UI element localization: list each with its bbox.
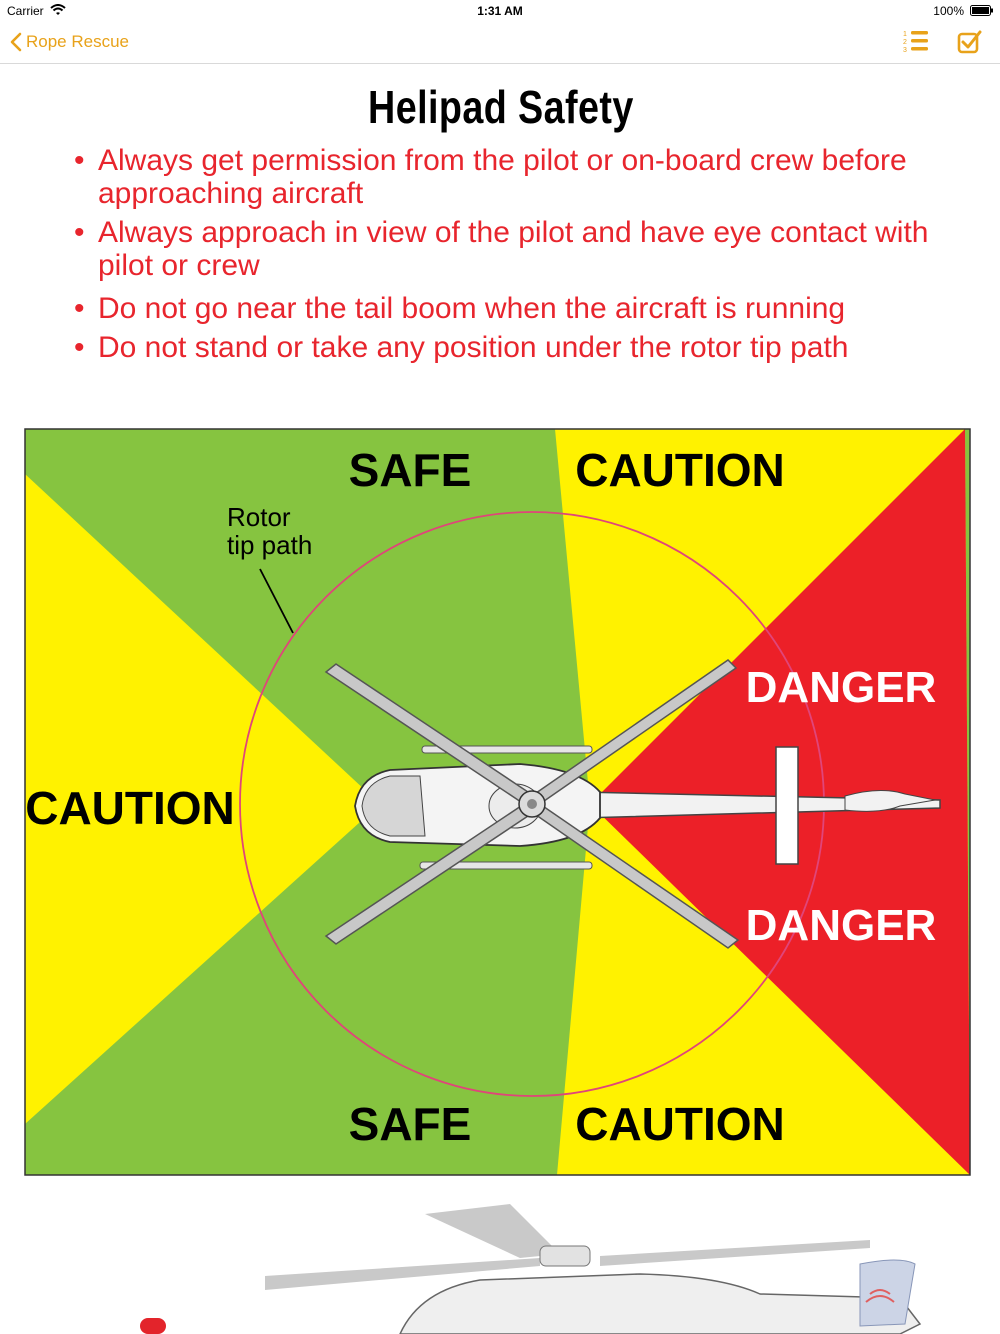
bullet-text: Do not go near the tail boom when the ai… — [98, 292, 846, 325]
chevron-left-icon — [10, 32, 22, 52]
clock: 1:31 AM — [477, 4, 523, 18]
checklist-icon[interactable] — [956, 28, 984, 56]
bullet-text: Do not stand or take any position under … — [98, 331, 849, 364]
zone-label-safe-top: SAFE — [349, 444, 472, 496]
zone-label-danger-bottom: DANGER — [746, 901, 937, 950]
rotor-label-line2: tip path — [227, 530, 312, 560]
safety-rules-list: •Always get permission from the pilot or… — [72, 144, 952, 370]
content-area[interactable]: Helipad Safety •Always get permission fr… — [0, 64, 1000, 1334]
helicopter-side-view-graphic — [140, 1204, 922, 1334]
zone-label-caution-top: CAUTION — [575, 444, 785, 496]
status-bar: Carrier 1:31 AM 100% — [0, 0, 1000, 22]
zone-label-danger-top: DANGER — [746, 663, 937, 712]
back-button-label: Rope Rescue — [26, 32, 130, 51]
list-item: •Do not stand or take any position under… — [74, 331, 849, 364]
svg-text:3: 3 — [903, 47, 907, 54]
numbered-list-icon[interactable]: 1 2 3 — [902, 28, 930, 56]
rotor-label-line1: Rotor — [227, 502, 291, 532]
svg-text:2: 2 — [903, 39, 907, 46]
zone-label-safe-bottom: SAFE — [349, 1098, 472, 1150]
svg-text:1: 1 — [903, 31, 907, 38]
list-item: •Do not go near the tail boom when the a… — [74, 292, 846, 325]
wifi-icon — [50, 4, 66, 15]
helicopter-top-view — [324, 659, 941, 949]
back-button[interactable]: Rope Rescue — [10, 30, 129, 54]
helipad-zone-diagram: SAFE CAUTION CAUTION DANGER DANGER SAFE … — [0, 424, 1000, 1184]
battery-icon — [970, 5, 993, 16]
caution-zone-left — [25, 474, 380, 1124]
rotor-leader-line — [259, 568, 294, 634]
helicopter-side-view-illustration — [0, 1194, 1000, 1334]
bullet-text: Always approach in view of the pilot and… — [98, 216, 929, 282]
zone-label-caution-left: CAUTION — [25, 782, 235, 834]
list-item: •Always approach in view of the pilot an… — [74, 216, 929, 282]
battery-percent: 100% — [933, 4, 964, 18]
list-item: •Always get permission from the pilot or… — [74, 144, 907, 210]
zone-label-caution-bottom: CAUTION — [575, 1098, 785, 1150]
bullet-text: Always get permission from the pilot or … — [98, 144, 907, 210]
carrier-label: Carrier — [7, 4, 44, 18]
navigation-bar: Rope Rescue 1 2 3 — [0, 22, 1000, 64]
page-title: Helipad Safety — [368, 81, 634, 133]
zone-diagram-graphic: SAFE CAUTION CAUTION DANGER DANGER SAFE … — [24, 428, 971, 1176]
